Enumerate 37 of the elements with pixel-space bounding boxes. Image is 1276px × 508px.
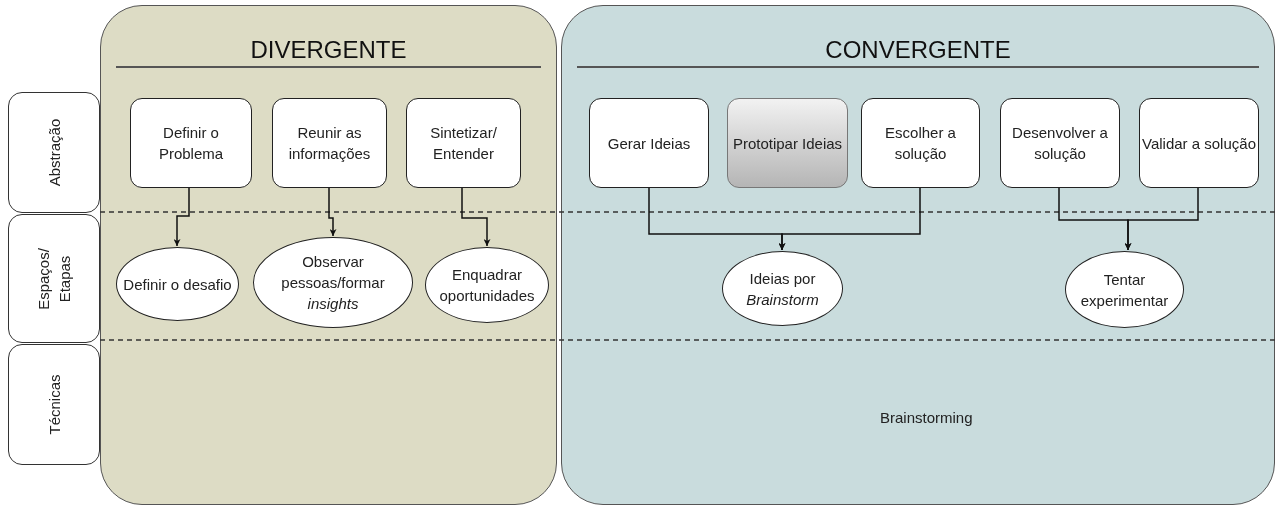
process-box [727, 98, 848, 188]
panel-title: CONVERGENTE [825, 36, 1011, 64]
panel-title: DIVERGENTE [250, 36, 407, 64]
node-text: Observar pessoas/formar insights [280, 252, 386, 314]
node-text: Ideias por Brainstorm [745, 268, 820, 310]
process-box [130, 98, 252, 188]
process-box [589, 98, 709, 188]
node-text: Escolher a solução [884, 123, 957, 164]
process-box [406, 98, 521, 188]
node-text: Definir o Problema [157, 123, 225, 164]
node-text: Gerar Ideias [607, 133, 691, 154]
node-text: Validar a solução [1142, 133, 1256, 154]
technique-label: Brainstorming [880, 408, 973, 428]
row-label: Abstração [44, 117, 64, 189]
connector-arrow [328, 186, 337, 237]
node-text: Desenvolver a solução [1011, 123, 1109, 164]
row-label: Técnicas [44, 373, 64, 437]
node-text: Reunir as informações [287, 123, 372, 164]
connector-arrow [461, 186, 491, 247]
process-box [1000, 98, 1120, 188]
process-box [272, 98, 387, 188]
node-text: Tentar experimentar [1079, 269, 1170, 311]
node-text: Enquadrar oportunidades [438, 265, 536, 306]
process-box [1139, 98, 1259, 188]
process-box [861, 98, 980, 188]
node-text: Sintetizar/ Entender [429, 123, 498, 164]
row-label-box [8, 92, 100, 213]
phase-panel [100, 5, 557, 505]
connector-arrow [1124, 186, 1199, 251]
row-label: Espaços/ Etapas [34, 246, 74, 312]
row-label-box [8, 344, 100, 465]
row-label-box [8, 214, 100, 343]
connector-arrow [173, 186, 190, 247]
node-text: Definir o desafio [123, 274, 232, 295]
connector-arrow [778, 186, 921, 251]
node-text: Prototipar Ideias [732, 133, 843, 154]
phase-panel [561, 5, 1275, 505]
